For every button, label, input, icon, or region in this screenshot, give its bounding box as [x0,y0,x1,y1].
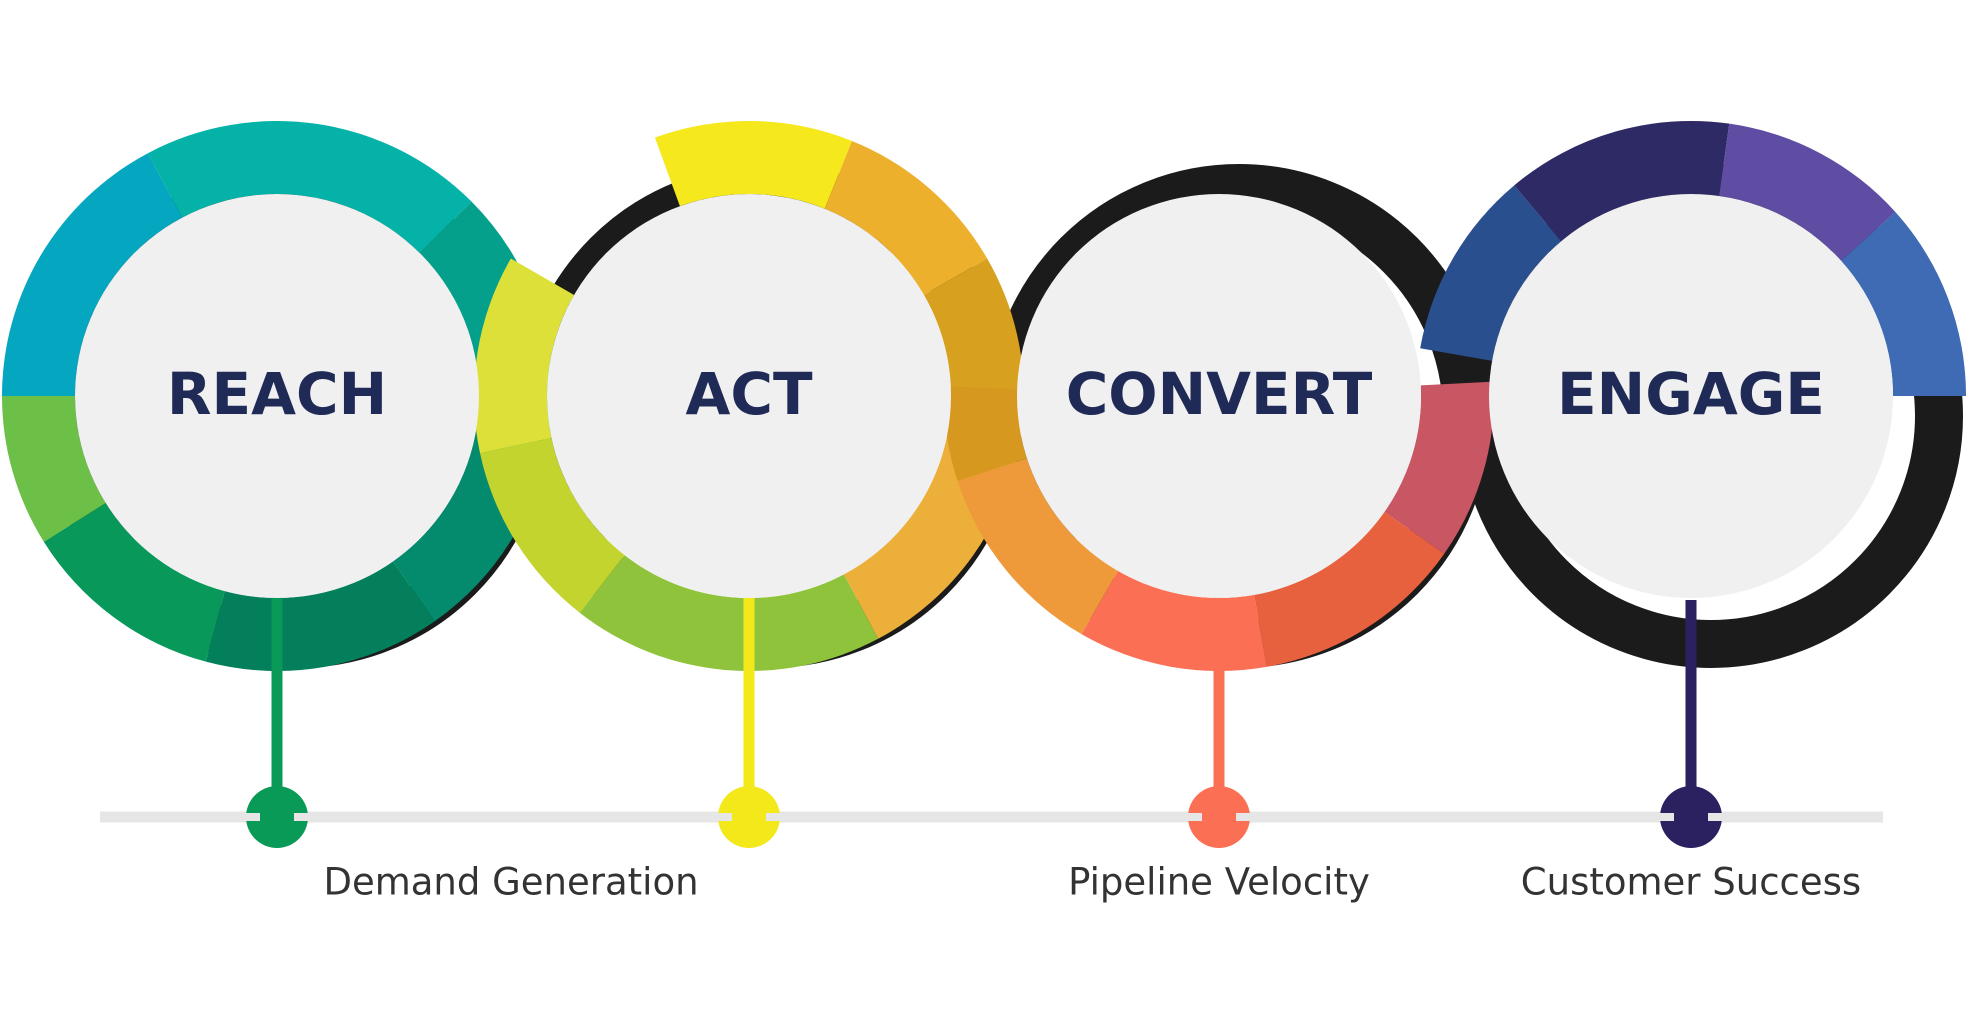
stage-connectors [246,596,1722,848]
engage-arc-segment [1719,123,1896,261]
convert-timeline-node [1188,786,1250,848]
engage-arc-segment [1514,121,1730,242]
reach-label: REACH [167,360,387,428]
caption-pipeline-velocity: Pipeline Velocity [1068,861,1370,904]
convert-disc [1017,194,1421,598]
convert-label: CONVERT [1066,360,1373,428]
engage-arc-segment [1420,185,1562,361]
caption-demand-generation: Demand Generation [323,861,698,904]
act-arc-segment [473,258,575,454]
act-arc-segment [654,121,853,209]
stage-reach: REACH [75,194,479,598]
reach-arc-segment [2,153,183,396]
engage-timeline-node [1660,786,1722,848]
convert-arc-segment [944,386,1027,481]
reach-disc [75,194,479,598]
engage-arc-segment [1841,211,1966,396]
caption-customer-success: Customer Success [1521,861,1861,904]
convert-arc-segment [1254,511,1445,667]
stage-engage: ENGAGE [1489,194,1893,598]
act-label: ACT [685,360,812,428]
act-arc-segment [824,141,988,295]
reach-arc-segment [147,121,472,254]
stage-convert: CONVERT [1017,194,1421,598]
reach-timeline-node [246,786,308,848]
act-disc [547,194,951,598]
convert-arc-segment [957,458,1118,635]
engage-label: ENGAGE [1557,360,1825,428]
stage-rings [2,121,1966,672]
reach-arc-segment [2,396,106,542]
reach-arc-segment [205,561,435,671]
reach-arc-segment [43,503,225,662]
convert-arc-segment [1384,381,1494,554]
engage-disc [1489,194,1893,598]
act-timeline-node [718,786,780,848]
stage-act: ACT [547,194,951,598]
act-arc-segment [579,555,879,671]
act-arc-segment [480,437,625,613]
